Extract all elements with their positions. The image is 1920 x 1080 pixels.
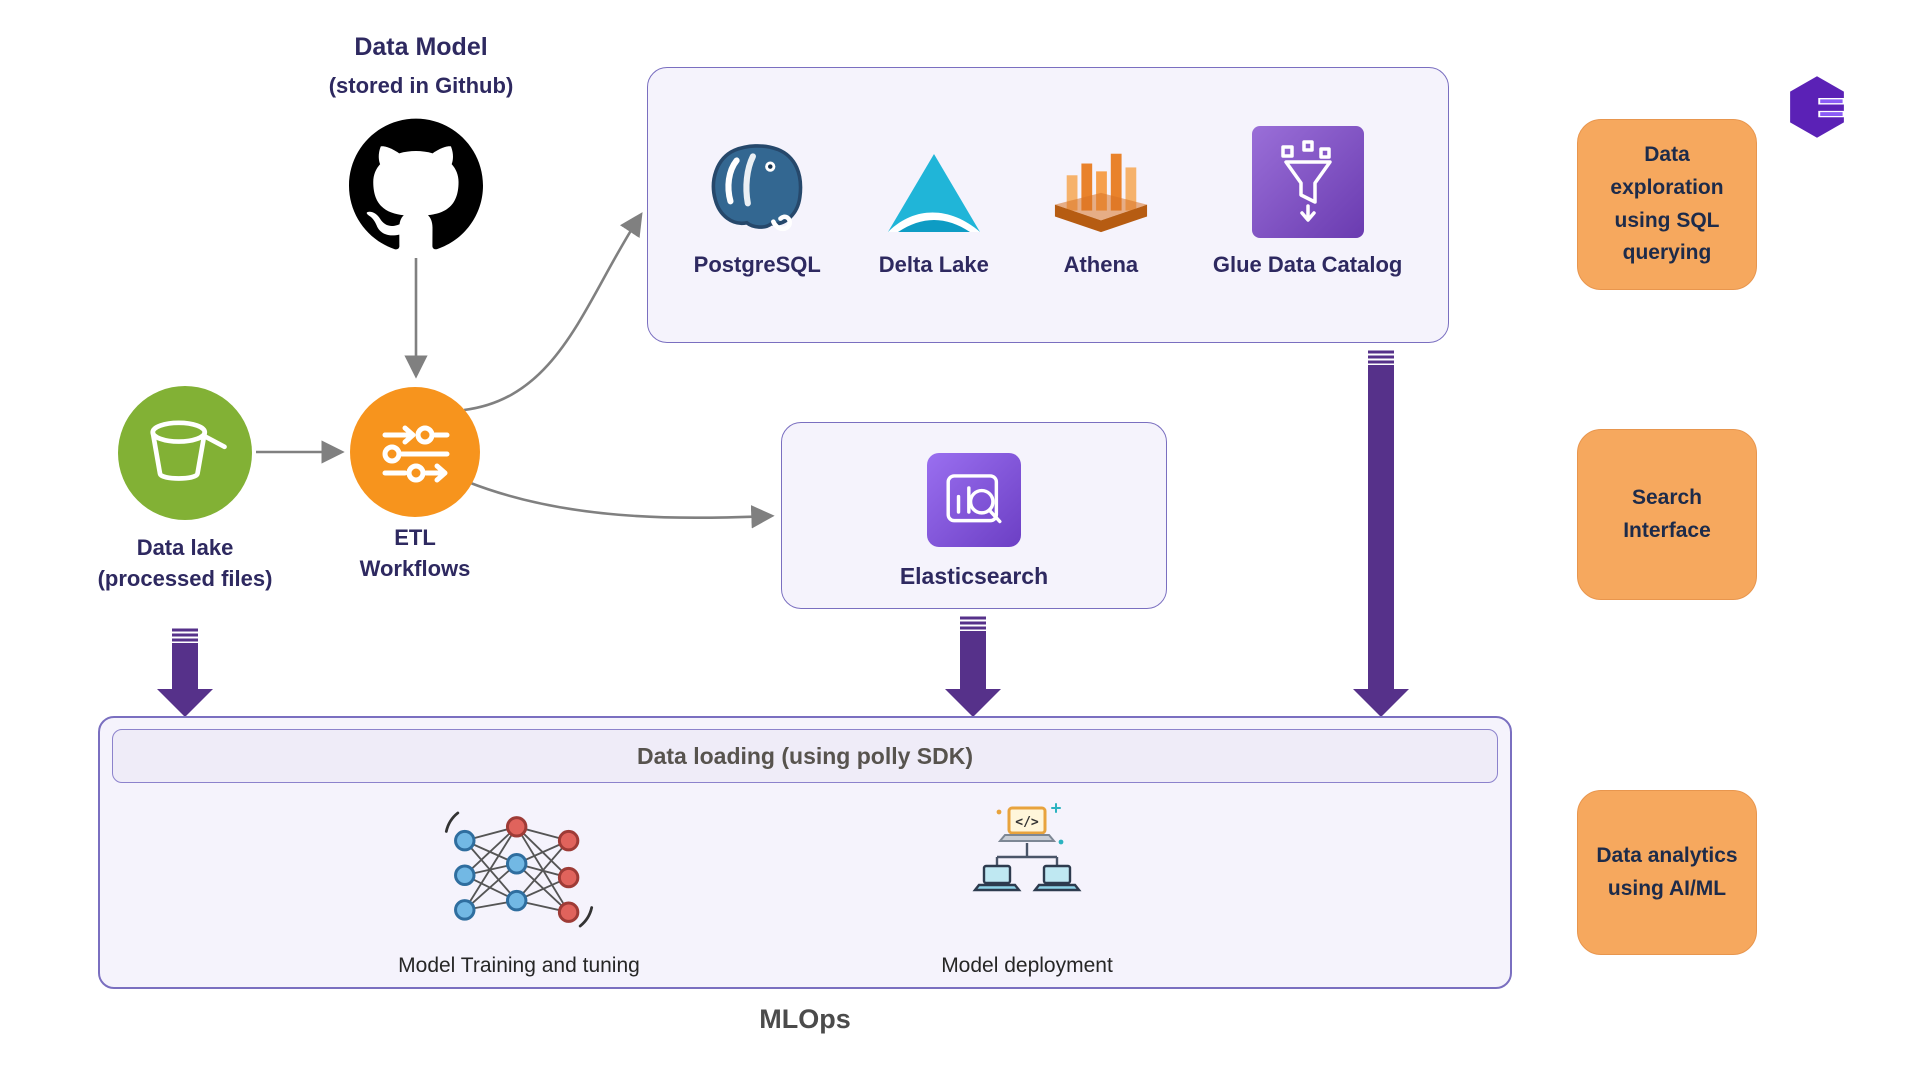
mlops-panel: Data loading (using polly SDK) xyxy=(98,716,1512,989)
delta-lake-icon xyxy=(884,110,984,238)
bucket-icon xyxy=(133,401,237,505)
use-case-sql-exploration-label: Data exploration using SQL querying xyxy=(1610,143,1724,265)
catalog-label-postgresql: PostgreSQL xyxy=(693,252,821,277)
use-case-ai-ml-analytics-label: Data analytics using AI/ML xyxy=(1596,843,1738,900)
postgresql-icon xyxy=(706,110,808,238)
use-case-sql-exploration: Data exploration using SQL querying xyxy=(1577,119,1757,290)
model-training-label: Model Training and tuning xyxy=(398,954,640,977)
data-model-title-block: Data Model (stored in Github) xyxy=(271,30,571,101)
catalog-item-glue-data-catalog: Glue Data Catalog xyxy=(1213,110,1402,278)
purple-flow-arrows xyxy=(157,350,1409,717)
svg-text:</>: </> xyxy=(1015,815,1039,830)
catalog-label-glue-data-catalog: Glue Data Catalog xyxy=(1212,252,1403,277)
elasticsearch-panel: Elasticsearch xyxy=(781,422,1167,609)
model-deployment-label: Model deployment xyxy=(941,954,1113,977)
catalog-label-delta-lake: Delta Lake xyxy=(878,252,989,277)
elasticsearch-icon xyxy=(927,453,1021,547)
glue-data-catalog-icon xyxy=(1251,110,1364,238)
catalog-label-athena: Athena xyxy=(1063,252,1139,277)
catalog-item-postgresql: PostgreSQL xyxy=(694,110,821,278)
arrow-datalake-to-mlops xyxy=(157,628,213,717)
eraser-logo-icon xyxy=(1785,75,1849,139)
data-lake-node xyxy=(118,386,252,520)
data-lake-subtitle: (processed files) xyxy=(97,566,273,592)
athena-icon xyxy=(1047,110,1155,238)
github-icon xyxy=(349,117,483,251)
data-loading-header: Data loading (using polly SDK) xyxy=(112,729,1498,783)
catalog-item-athena: Athena xyxy=(1047,110,1155,278)
arrow-elasticsearch-to-mlops xyxy=(945,616,1001,717)
use-case-ai-ml-analytics: Data analytics using AI/ML xyxy=(1577,790,1757,955)
data-model-subtitle: (stored in Github) xyxy=(328,72,514,98)
gray-flow-arrows xyxy=(256,212,775,529)
arrow-etl-to-elasticsearch xyxy=(467,480,775,529)
elasticsearch-label: Elasticsearch xyxy=(899,563,1049,589)
use-case-search-interface-label: Search Interface xyxy=(1623,485,1711,542)
neural-network-icon xyxy=(444,806,594,933)
mlops-caption: MLOps xyxy=(759,1004,851,1034)
etl-label-line1: ETL xyxy=(394,525,436,550)
data-lake-title: Data lake xyxy=(136,535,234,560)
arrow-catalog-to-mlops xyxy=(1353,350,1409,717)
data-model-title: Data Model xyxy=(354,33,488,61)
etl-workflows-node xyxy=(350,387,480,517)
etl-label-line2: Workflows xyxy=(359,556,471,582)
data-lake-label-block: Data lake (processed files) xyxy=(35,532,335,594)
workflow-pipeline-icon xyxy=(365,402,465,502)
model-deployment-icon: </> xyxy=(957,802,1097,922)
use-case-search-interface: Search Interface xyxy=(1577,429,1757,600)
etl-label-block: ETL Workflows xyxy=(315,522,515,584)
catalog-panel: PostgreSQL Delta Lake Athena xyxy=(647,67,1449,343)
catalog-item-delta-lake: Delta Lake xyxy=(879,110,989,278)
arrow-etl-to-catalog xyxy=(463,212,643,412)
